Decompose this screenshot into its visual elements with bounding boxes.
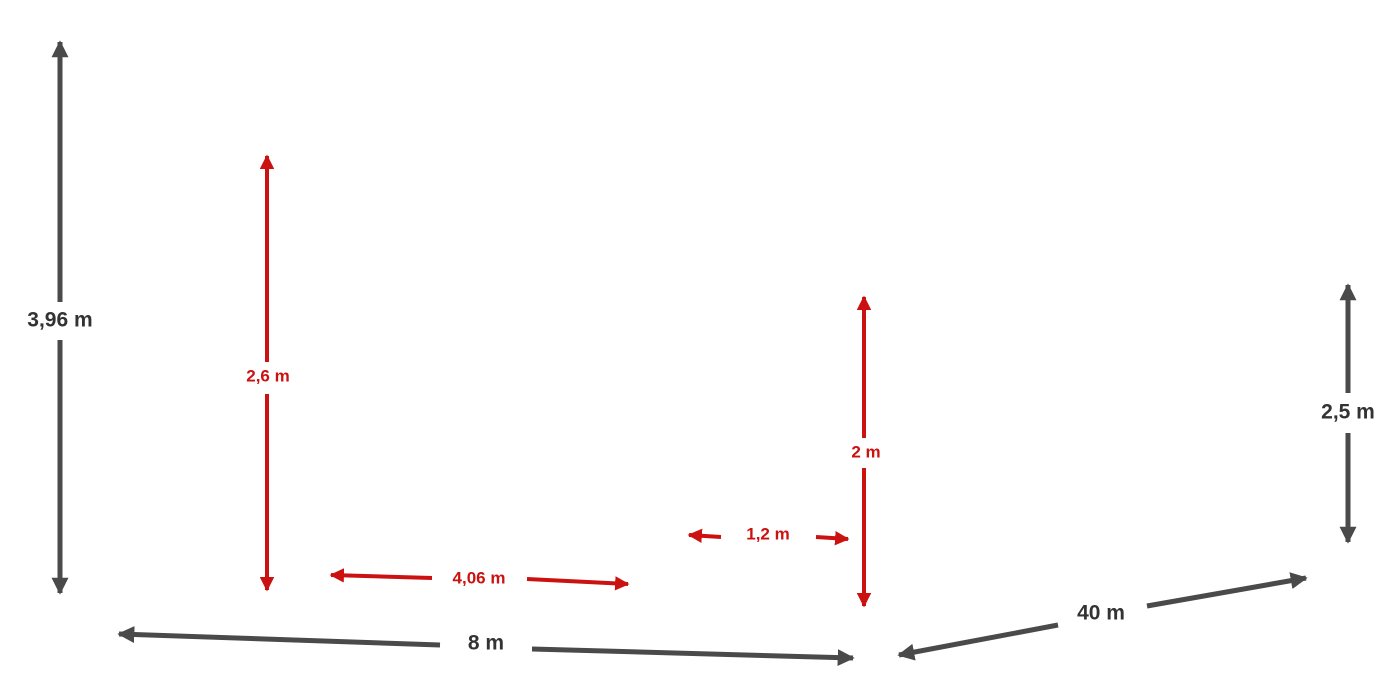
opening-width-arrow-right — [526, 576, 630, 591]
length-label: 8 m — [468, 632, 504, 655]
length-arrow-right — [531, 646, 855, 667]
depth-label: 40 m — [1077, 602, 1125, 625]
door-width-arrow-left — [687, 528, 722, 543]
length-arrow-left — [117, 626, 441, 648]
door-width-dimension: 1,2 m — [687, 524, 850, 546]
door-height-label: 2 m — [851, 442, 880, 461]
door-width-arrow-right — [815, 531, 850, 546]
total-height-label: 3,96 m — [27, 309, 92, 332]
door-width-label: 1,2 m — [746, 524, 789, 543]
depth-dimension: 40 m — [897, 572, 1308, 661]
side-height-label: 2,5 m — [1321, 401, 1375, 424]
opening-height-label: 2,6 m — [246, 366, 289, 385]
side-height-dimension: 2,5 m — [1321, 283, 1375, 544]
total-height-dimension: 3,96 m — [27, 40, 93, 595]
opening-width-arrow-left — [329, 568, 433, 583]
door-height-dimension: 2 m — [851, 295, 881, 608]
depth-arrow-right — [1146, 572, 1308, 609]
opening-width-dimension: 4,06 m — [329, 568, 630, 591]
depth-arrow-left — [897, 622, 1059, 661]
opening-width-label: 4,06 m — [453, 568, 506, 587]
opening-height-dimension: 2,6 m — [246, 154, 290, 592]
length-dimension: 8 m — [117, 626, 855, 667]
